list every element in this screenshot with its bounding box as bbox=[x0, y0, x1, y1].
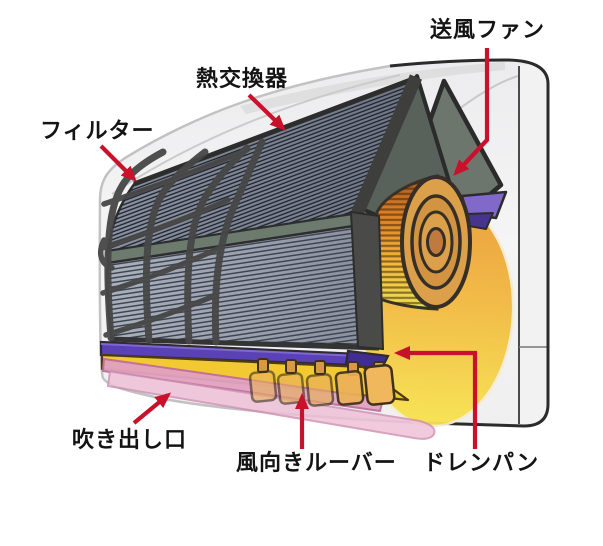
housing-top-shading bbox=[240, 62, 505, 114]
frame-ridge-end-bar bbox=[351, 74, 422, 217]
filter-grid bbox=[97, 138, 266, 346]
heat-exchanger-front-panel-fins bbox=[107, 225, 377, 345]
housing-inner-top-edge bbox=[111, 74, 401, 195]
vane-stem bbox=[314, 360, 326, 375]
label-louver: 風向きルーバー bbox=[236, 450, 397, 476]
heat-exchanger bbox=[105, 75, 417, 351]
vane-flap bbox=[363, 363, 396, 406]
fan-end-disc bbox=[400, 175, 472, 309]
filter-corner-hook bbox=[97, 237, 115, 271]
filter-rib-vertical bbox=[184, 144, 251, 345]
vane-flap bbox=[334, 369, 365, 406]
label-drain-pan: ドレンパン bbox=[423, 451, 539, 476]
filter-rib-horizontal bbox=[103, 293, 217, 338]
label-filter: フィルター bbox=[40, 119, 155, 144]
heat-exchanger-ridge bbox=[133, 75, 417, 187]
housing-inner-corner-curve bbox=[454, 75, 519, 113]
arrow-outlet bbox=[132, 392, 172, 425]
drain-pan-highlight bbox=[100, 343, 359, 357]
label-heat-exchanger: 熱交換器 bbox=[196, 66, 288, 92]
part-labels: 送風ファン 熱交換器 フィルター 吹き出し口 風向きルーバー ドレンパン bbox=[40, 17, 545, 476]
vane-flap bbox=[305, 373, 335, 407]
vane-stem bbox=[285, 359, 297, 374]
filter-rib-horizontal bbox=[101, 147, 250, 207]
arrow-heat-exchanger bbox=[247, 93, 286, 131]
label-fan: 送風ファン bbox=[430, 17, 545, 43]
vane-stem bbox=[257, 358, 269, 373]
frame-right-end-bar bbox=[349, 210, 385, 351]
housing-side-panel bbox=[519, 64, 548, 425]
filter-rib-horizontal bbox=[99, 197, 231, 251]
arrow-filter bbox=[99, 144, 137, 182]
arrow-fan bbox=[453, 48, 490, 176]
vane-flap bbox=[248, 370, 278, 403]
heat-exchanger-top-panel-fins bbox=[108, 79, 414, 251]
filter-rib-horizontal bbox=[100, 244, 225, 296]
heat-exchanger-bottom-frame bbox=[109, 336, 380, 351]
housing-dark-top-edge bbox=[389, 58, 550, 85]
housing-dark-right-edge bbox=[427, 84, 550, 428]
label-outlet: 吹き出し口 bbox=[72, 427, 187, 453]
callout-arrows bbox=[99, 48, 490, 449]
filter-rib-vertical bbox=[104, 148, 167, 342]
fan-disc-hub bbox=[426, 227, 446, 257]
arrow-drain-pan bbox=[394, 346, 478, 449]
filter-rib-vertical bbox=[142, 148, 209, 344]
outlet-louver-lower bbox=[106, 369, 436, 440]
